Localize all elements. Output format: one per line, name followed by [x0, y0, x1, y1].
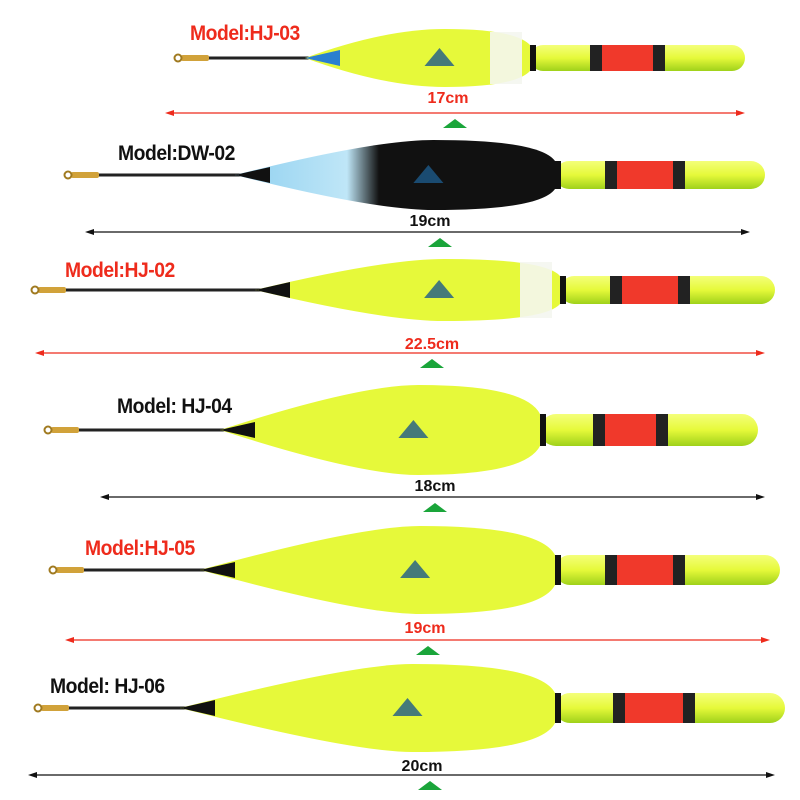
float-5: [28, 664, 785, 790]
arrow-head-right: [741, 229, 750, 235]
arrow-head-right: [766, 772, 775, 778]
arrow-head-left: [85, 229, 94, 235]
length-label-5: 20cm: [401, 758, 443, 775]
white-band: [520, 262, 552, 318]
model-label-0: Model:HJ-03: [190, 22, 300, 45]
eyelet-ring: [48, 565, 58, 575]
model-label-5: Model: HJ-06: [50, 675, 165, 698]
float-3: [43, 385, 765, 512]
band-red: [622, 276, 678, 304]
green-marker-triangle: [420, 359, 444, 368]
eyelet-ring: [63, 170, 73, 180]
arrow-head-left: [28, 772, 37, 778]
logo-mark: [424, 280, 455, 298]
arrow-head-right: [761, 637, 770, 643]
band-red: [617, 161, 673, 189]
eyelet-ring: [43, 425, 53, 435]
tail-collar: [555, 693, 561, 723]
eyelet-ring: [173, 53, 183, 63]
length-label-0: 17cm: [427, 90, 469, 107]
white-band: [490, 32, 522, 84]
tail-collar: [555, 555, 561, 585]
tail-collar: [530, 45, 536, 71]
brass-tip: [71, 172, 99, 178]
arrow-head-right: [756, 350, 765, 356]
logo-mark: [413, 165, 444, 183]
length-label-2: 22.5cm: [404, 336, 460, 353]
float-1: [63, 140, 765, 247]
eyelet-ring: [33, 703, 43, 713]
brass-tip: [181, 55, 209, 61]
length-label-1: 19cm: [409, 213, 451, 230]
float-4: [48, 526, 780, 655]
arrow-head-right: [756, 494, 765, 500]
band-red: [605, 414, 656, 446]
arrow-head-right: [736, 110, 745, 116]
body-cone: [180, 700, 215, 716]
arrow-head-left: [35, 350, 44, 356]
float-body: [255, 259, 560, 321]
green-marker-triangle: [428, 238, 452, 247]
eyelet-ring: [30, 285, 40, 295]
body-cone: [235, 167, 270, 183]
brass-tip: [51, 427, 79, 433]
float-body: [235, 140, 555, 210]
body-cone: [305, 50, 340, 66]
brass-tip: [41, 705, 69, 711]
arrow-head-left: [165, 110, 174, 116]
model-label-4: Model:HJ-05: [85, 537, 195, 560]
tail-collar: [560, 276, 566, 304]
body-cone: [255, 282, 290, 298]
model-label-3: Model: HJ-04: [117, 395, 232, 418]
model-label-1: Model:DW-02: [118, 142, 235, 165]
logo-mark: [392, 698, 423, 716]
float-body: [180, 664, 555, 752]
green-marker-triangle: [443, 119, 467, 128]
tail-collar: [555, 161, 561, 189]
band-red: [625, 693, 683, 723]
arrow-head-left: [100, 494, 109, 500]
band-red: [617, 555, 673, 585]
green-marker-triangle: [416, 646, 440, 655]
float-body: [220, 385, 540, 475]
tail-collar: [540, 414, 546, 446]
float-body: [200, 526, 555, 614]
logo-mark: [424, 48, 455, 66]
float-0: [165, 29, 745, 128]
arrow-head-left: [65, 637, 74, 643]
model-label-2: Model:HJ-02: [65, 259, 175, 282]
brass-tip: [38, 287, 66, 293]
body-cone: [200, 562, 235, 578]
brass-tip: [56, 567, 84, 573]
body-cone: [220, 422, 255, 438]
logo-mark: [398, 420, 429, 438]
float-body: [305, 29, 530, 87]
green-marker-triangle: [418, 781, 442, 790]
green-marker-triangle: [423, 503, 447, 512]
length-label-4: 19cm: [404, 620, 446, 637]
float-2: [30, 259, 775, 368]
band-red: [602, 45, 653, 71]
logo-mark: [400, 560, 431, 578]
length-label-3: 18cm: [414, 478, 456, 495]
